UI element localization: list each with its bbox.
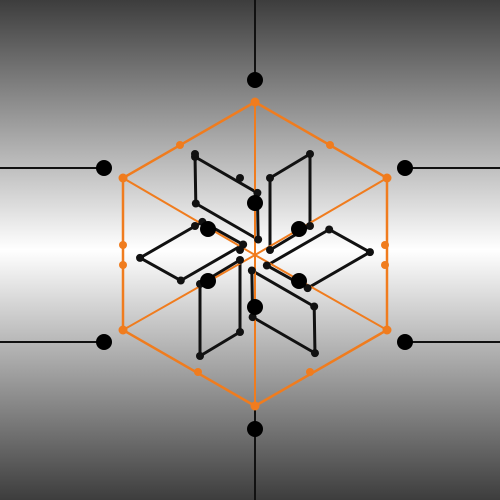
- hexagon-vertex-node: [382, 325, 392, 335]
- hexagon-vertex-node: [118, 325, 128, 335]
- hexagon-side-node: [306, 368, 314, 376]
- hexagon-edge: [253, 100, 389, 180]
- lattice-node: [236, 328, 244, 336]
- lattice-edge: [198, 330, 242, 358]
- lattice-node: [266, 246, 274, 254]
- terminal-node: [96, 160, 112, 176]
- hexagon-vertex-node: [250, 401, 260, 411]
- lattice-node: [236, 256, 244, 264]
- terminal-node: [397, 334, 413, 350]
- hexagon-side-node: [119, 261, 127, 269]
- hexagon-side-node: [119, 241, 127, 249]
- lattice-node: [236, 246, 244, 254]
- lattice-node: [262, 261, 271, 270]
- inner-hub-node: [200, 221, 216, 237]
- lattice-edge: [194, 202, 260, 242]
- diagram-nodes: [96, 72, 413, 437]
- lattice-edge: [250, 268, 316, 308]
- lattice-edge: [193, 155, 259, 195]
- lattice-node: [365, 248, 374, 257]
- lattice-edge: [268, 152, 312, 180]
- lattice-node: [196, 352, 204, 360]
- terminal-node: [247, 421, 263, 437]
- hexagon-spoke: [122, 254, 256, 331]
- hexagon-spoke: [254, 177, 388, 256]
- lattice-node: [303, 284, 312, 293]
- lattice-node: [310, 302, 319, 311]
- lattice-edge: [193, 155, 198, 206]
- hexagon-side-node: [381, 261, 389, 269]
- hexagon-side-node: [326, 141, 334, 149]
- terminal-node: [96, 334, 112, 350]
- terminal-node: [247, 72, 263, 88]
- lattice-node: [176, 276, 185, 285]
- inner-hub-node: [291, 273, 307, 289]
- lattice-node: [191, 199, 200, 208]
- hexagon-spoke: [254, 254, 388, 331]
- lattice-edge: [327, 227, 372, 254]
- lattice-node: [306, 150, 314, 158]
- lattice-node: [247, 266, 256, 275]
- terminal-node: [397, 160, 413, 176]
- hexagon-side-node: [381, 241, 389, 249]
- lattice-edge: [138, 256, 183, 283]
- inner-hub-node: [247, 299, 263, 315]
- lattice-node: [310, 349, 319, 358]
- hexagon-side-node: [176, 141, 184, 149]
- hexagon-side-node: [194, 368, 202, 376]
- hexagon-vertex-node: [250, 97, 260, 107]
- lattice-node: [136, 253, 145, 262]
- lattice-node: [248, 313, 257, 322]
- lattice-node: [236, 174, 244, 182]
- inner-hub-node: [247, 195, 263, 211]
- inner-hub-node: [291, 221, 307, 237]
- lattice-node: [254, 235, 263, 244]
- lattice-node: [306, 222, 314, 230]
- lattice-node: [266, 174, 274, 182]
- hexagon-spoke: [122, 177, 256, 256]
- hexagon-edge: [121, 328, 257, 408]
- lattice-node: [191, 150, 199, 158]
- lattice-node: [325, 225, 334, 234]
- lattice-edge: [251, 315, 317, 355]
- hexagon-edge: [121, 100, 257, 180]
- hexagon-vertex-node: [382, 173, 392, 183]
- hexagon-edge: [253, 328, 389, 408]
- inner-hub-node: [200, 273, 216, 289]
- lattice-node: [191, 222, 199, 230]
- lattice-edge: [312, 304, 317, 355]
- lattice-edge: [265, 227, 331, 267]
- lattice-edge: [306, 250, 372, 290]
- hexagon-vertex-node: [118, 173, 128, 183]
- lattice-node: [253, 188, 262, 197]
- lattice-edge: [179, 243, 245, 283]
- outer-hexagon: [118, 97, 392, 411]
